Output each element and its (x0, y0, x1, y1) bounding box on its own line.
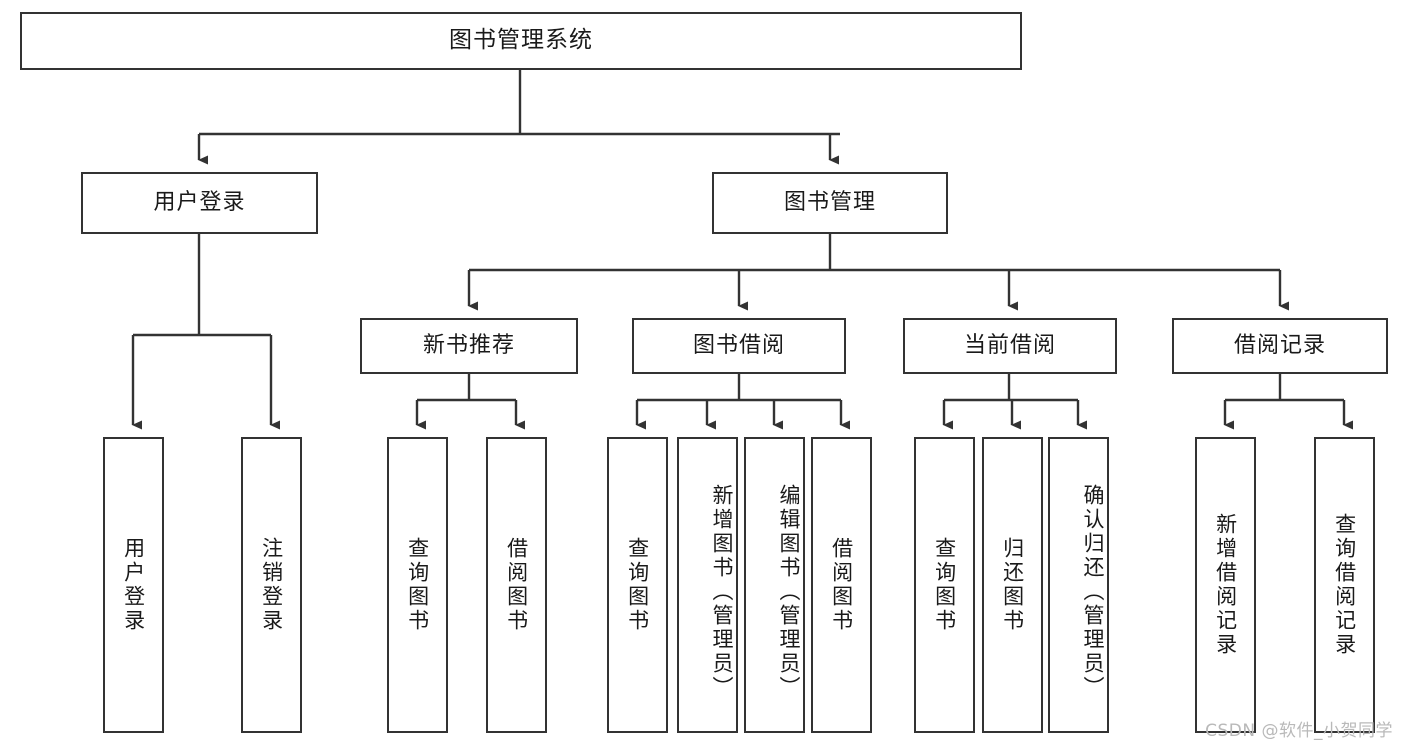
node-book-management[interactable]: 图书管理 (712, 172, 948, 234)
leaf-borrow-record-query-record[interactable]: 查询借阅记录 (1314, 437, 1375, 733)
leaf-book-borrow-edit-book-admin[interactable]: 编辑图书（管理员） (744, 437, 805, 733)
node-new-book-recommend[interactable]: 新书推荐 (360, 318, 578, 374)
node-book-borrow[interactable]: 图书借阅 (632, 318, 846, 374)
node-current-borrow[interactable]: 当前借阅 (903, 318, 1117, 374)
node-borrow-record[interactable]: 借阅记录 (1172, 318, 1388, 374)
leaf-current-borrow-query-books[interactable]: 查询图书 (914, 437, 975, 733)
node-root-system[interactable]: 图书管理系统 (20, 12, 1022, 70)
leaf-book-borrow-query-books[interactable]: 查询图书 (607, 437, 668, 733)
leaf-new-book-query-books[interactable]: 查询图书 (387, 437, 448, 733)
leaf-user-login-signin[interactable]: 用户登录 (103, 437, 164, 733)
leaf-user-login-signout[interactable]: 注销登录 (241, 437, 302, 733)
leaf-book-borrow-add-book-admin[interactable]: 新增图书（管理员） (677, 437, 738, 733)
leaf-book-borrow-borrow-books[interactable]: 借阅图书 (811, 437, 872, 733)
leaf-borrow-record-add-record[interactable]: 新增借阅记录 (1195, 437, 1256, 733)
leaf-new-book-borrow-books[interactable]: 借阅图书 (486, 437, 547, 733)
leaf-current-borrow-confirm-return-admin[interactable]: 确认归还（管理员） (1048, 437, 1109, 733)
node-user-login[interactable]: 用户登录 (81, 172, 318, 234)
csdn-watermark: CSDN @软件_小贺同学 (1205, 721, 1393, 741)
leaf-current-borrow-return-books[interactable]: 归还图书 (982, 437, 1043, 733)
